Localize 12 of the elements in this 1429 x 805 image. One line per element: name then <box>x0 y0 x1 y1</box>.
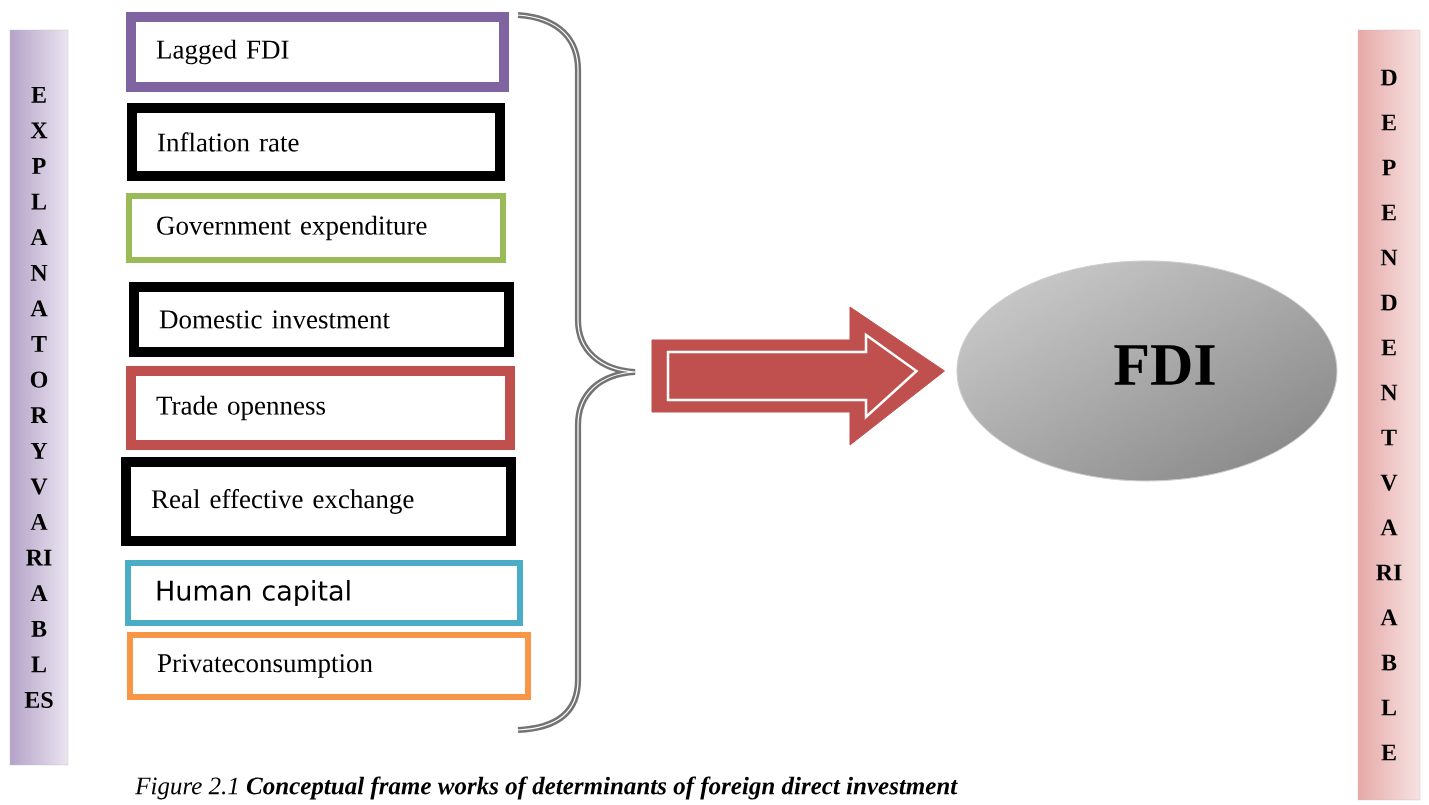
variable-box: Domestic investment <box>129 282 514 357</box>
variable-box: Real effective exchange <box>121 457 516 546</box>
block-arrow <box>651 306 945 446</box>
side-bar: DEPENDENT VARIABLE <box>1357 29 1421 801</box>
variable-box: Inflation rate <box>127 103 505 181</box>
caption: Figure 2.1 Conceptual frame works of determinants of foreign direct investment <box>135 776 958 800</box>
variable-box: Lagged FDI <box>126 12 509 92</box>
variable-box: Privateconsumption <box>127 632 531 700</box>
side-bar: EXPLANATORY VARIABLES <box>9 29 69 766</box>
variable-box: Human capital <box>125 560 523 626</box>
variable-box: Government expenditure <box>126 193 506 263</box>
variable-box: Trade openness <box>126 366 515 450</box>
